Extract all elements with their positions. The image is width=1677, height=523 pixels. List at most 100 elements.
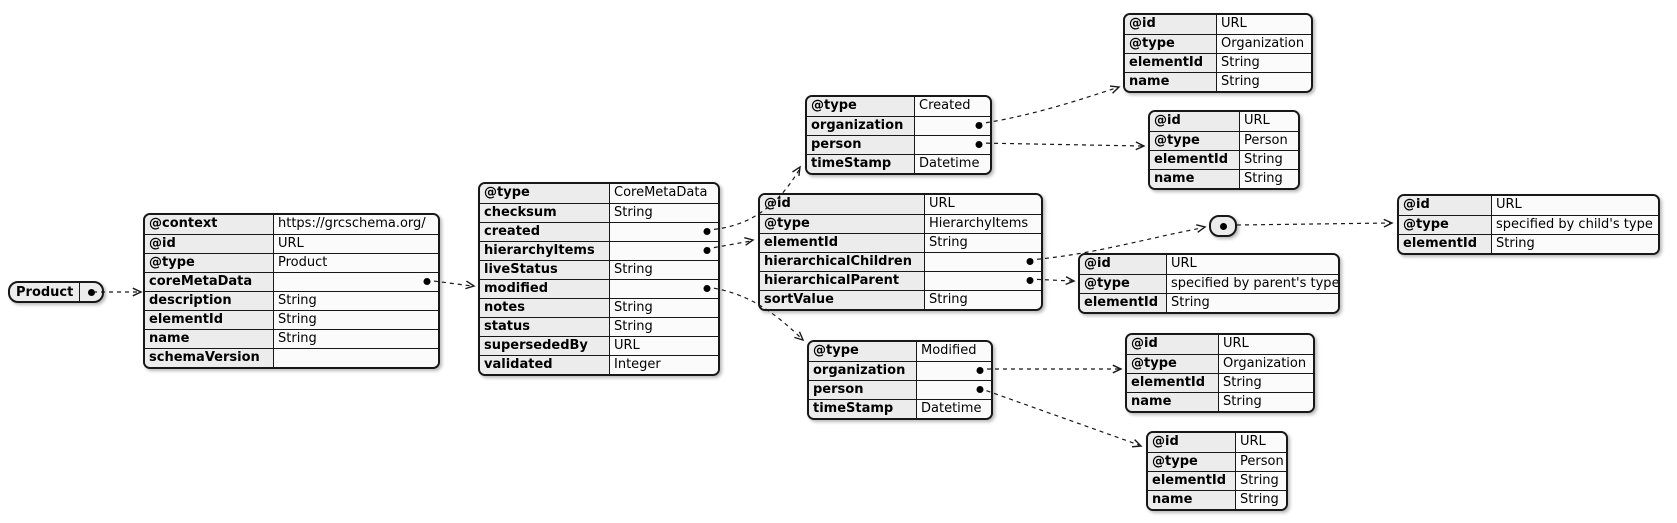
field-name: name: [145, 330, 274, 348]
field-value: String: [1219, 374, 1313, 392]
field-name: liveStatus: [480, 261, 610, 279]
bullet-icon: [1219, 222, 1227, 230]
table-row: person: [807, 135, 990, 154]
table-row: hierarchicalChildren: [760, 252, 1041, 271]
field-value: URL: [1167, 255, 1338, 274]
field-name: hierarchicalChildren: [760, 253, 925, 271]
field-name: hierarchyItems: [480, 242, 610, 260]
field-value: [274, 273, 438, 291]
field-name: @type: [1148, 453, 1236, 471]
field-value: [915, 117, 990, 135]
field-name: elementId: [760, 234, 925, 252]
field-value: Datetime: [917, 400, 991, 418]
field-name: timeStamp: [807, 155, 915, 173]
field-value: specified by child's type: [1492, 216, 1658, 234]
field-value: URL: [1236, 433, 1286, 452]
bullet-icon: [87, 288, 95, 296]
field-value: [925, 253, 1041, 271]
field-name: @id: [1150, 112, 1240, 131]
field-value: [610, 223, 718, 241]
field-value: [917, 381, 991, 399]
reference-dot: [1211, 217, 1235, 235]
field-value: Created: [915, 97, 990, 116]
field-name: elementId: [145, 311, 274, 329]
field-value: URL: [1219, 335, 1313, 354]
field-name: coreMetaData: [145, 273, 274, 291]
field-name: @type: [1127, 355, 1219, 373]
field-value: https://grcschema.org/: [274, 215, 438, 234]
edge-link-node-to-child-type: [1236, 218, 1394, 228]
field-name: @id: [1080, 255, 1167, 274]
field-value: URL: [1492, 196, 1658, 215]
field-value: String: [925, 234, 1041, 252]
table-row: hierarchyItems: [480, 241, 718, 260]
field-value: URL: [610, 337, 718, 355]
edge-created-person-ref: [977, 141, 1146, 151]
table-row: coreMetaData: [145, 272, 438, 291]
field-value: String: [274, 311, 438, 329]
product-node-label: Product: [10, 283, 81, 301]
reference-dot: [80, 283, 102, 301]
field-name: schemaVersion: [145, 349, 274, 367]
field-value: String: [274, 330, 438, 348]
field-name: elementId: [1399, 235, 1492, 253]
field-name: organization: [807, 117, 915, 135]
field-name: elementId: [1080, 294, 1167, 312]
field-value: String: [610, 299, 718, 317]
table-row: hierarchicalParent: [760, 271, 1041, 290]
table-row: created: [480, 222, 718, 241]
field-value: Integer: [610, 356, 718, 374]
field-value: [917, 362, 991, 380]
table-row: person: [809, 380, 991, 399]
field-name: name: [1148, 491, 1236, 509]
field-value: Modified: [917, 342, 991, 361]
field-name: elementId: [1150, 151, 1240, 169]
field-name: name: [1127, 393, 1219, 411]
field-name: status: [480, 318, 610, 336]
product-node: Product: [8, 281, 104, 303]
table-row: organization: [807, 116, 990, 135]
field-name: @id: [1148, 433, 1236, 452]
field-name: hierarchicalParent: [760, 272, 925, 290]
field-name: elementId: [1125, 54, 1217, 72]
field-value: URL: [1217, 15, 1311, 34]
field-name: @type: [807, 97, 915, 116]
field-name: @type: [1399, 216, 1492, 234]
field-value: String: [1492, 235, 1658, 253]
field-value: String: [610, 204, 718, 222]
field-name: @type: [1080, 275, 1167, 293]
field-name: @id: [1399, 196, 1492, 215]
field-value: String: [1236, 472, 1286, 490]
